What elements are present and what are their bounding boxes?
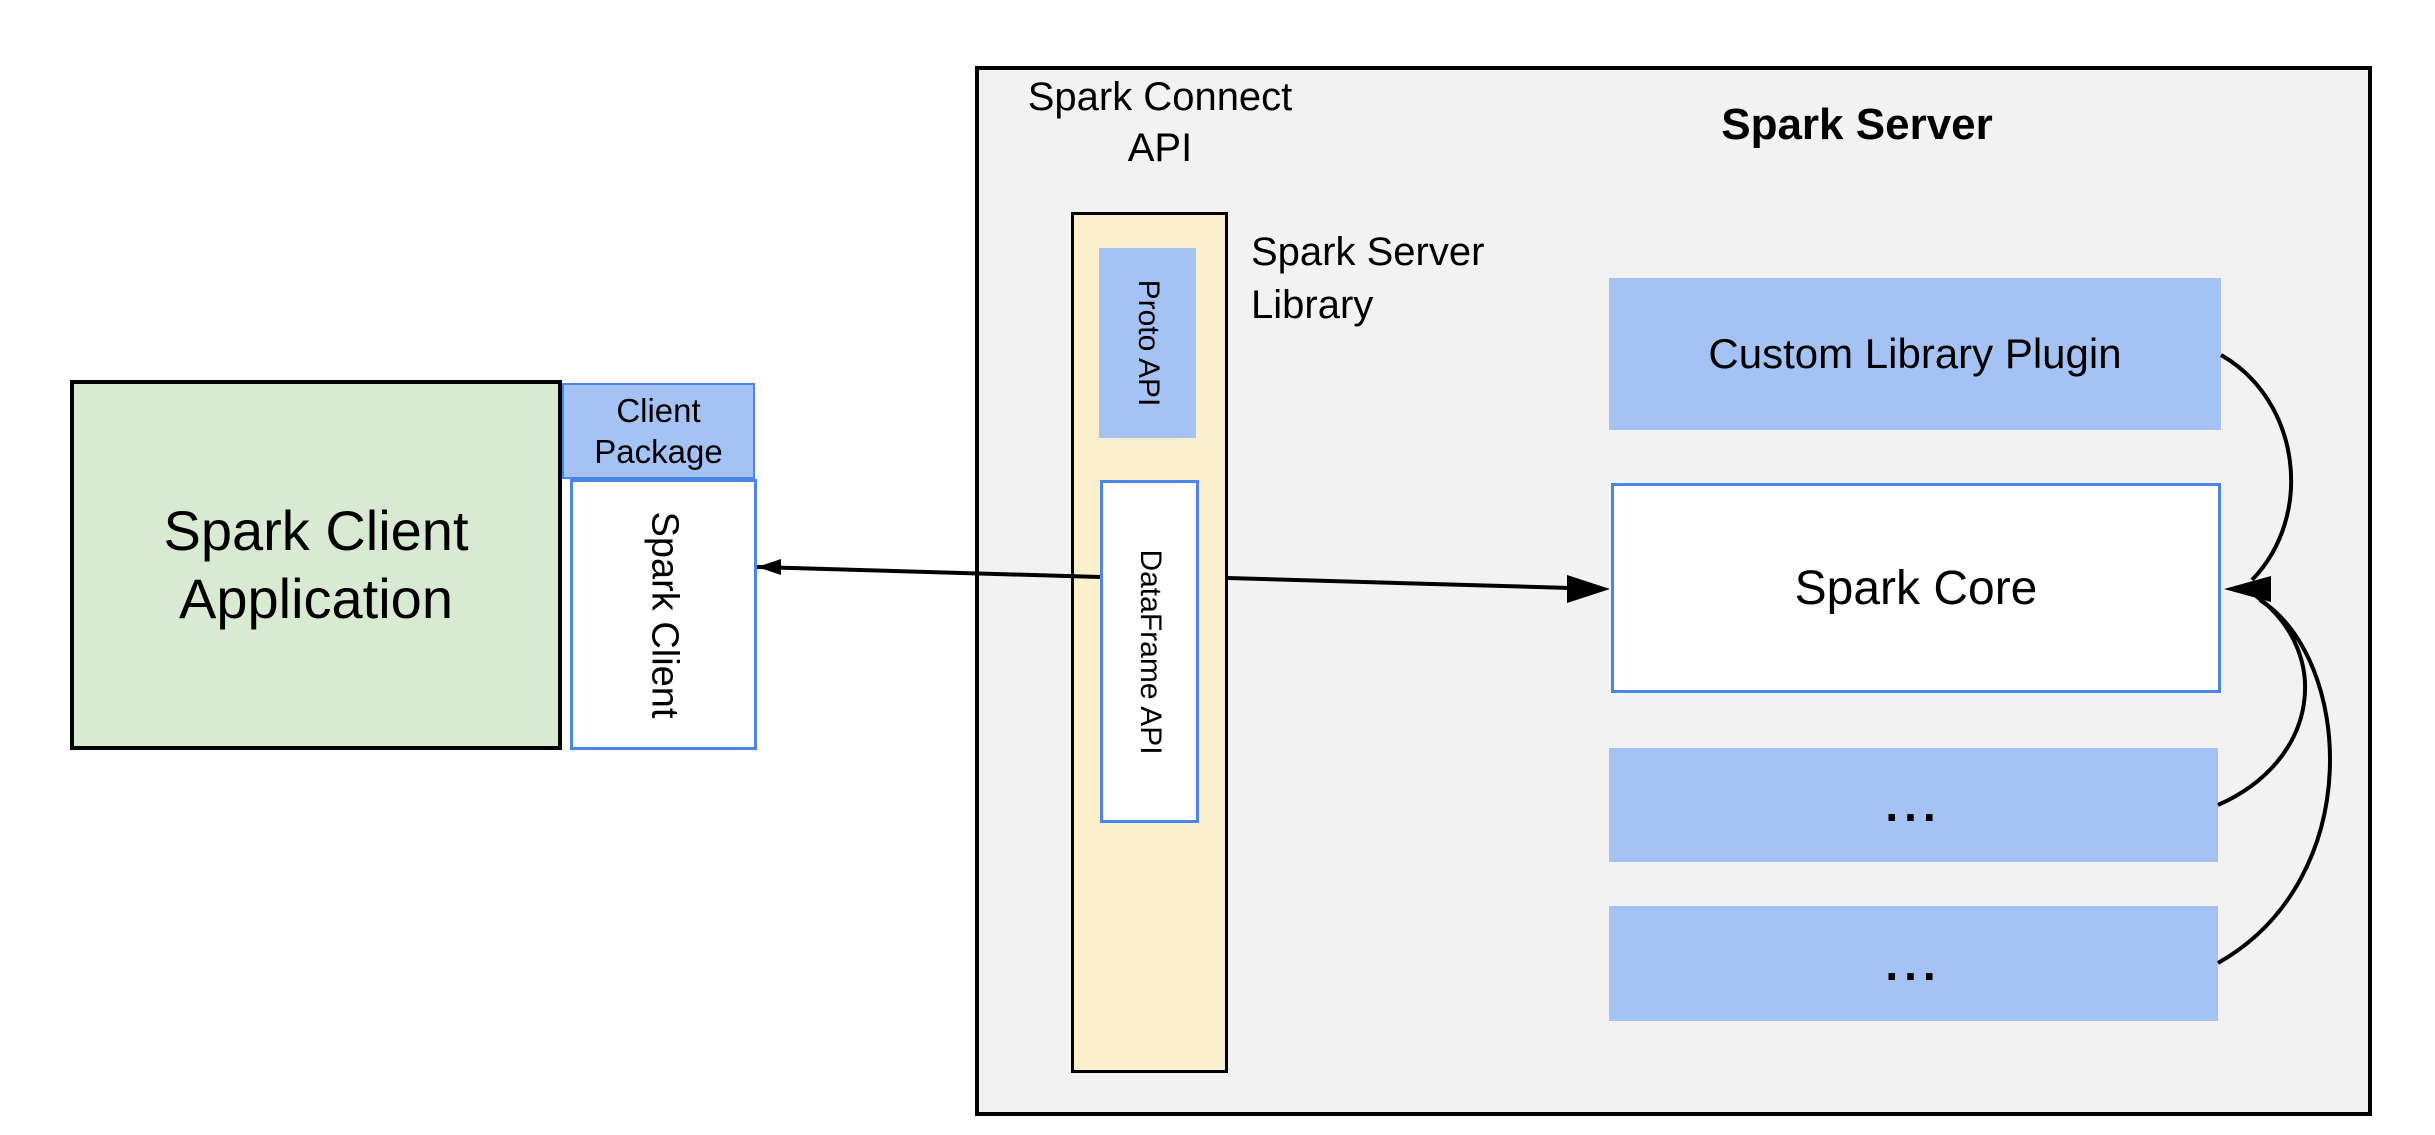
proto-api-label: Proto API — [1131, 279, 1165, 407]
spark-client-label: Spark Client — [643, 511, 685, 718]
plugin-slot-1-label: ... — [1885, 779, 1942, 831]
client-package-label: Client Package — [594, 390, 722, 472]
spark-client-application-label-line2: Application — [179, 567, 453, 630]
spark-client-application-label: Spark Client Application — [163, 497, 468, 633]
plugin-slot-box-1: ... — [1609, 748, 2218, 862]
spark-connect-api-label: Spark Connect API — [960, 72, 1360, 174]
spark-client-application-box: Spark Client Application — [70, 380, 562, 750]
plugin-slot-2-label: ... — [1885, 937, 1942, 990]
spark-core-box: Spark Core — [1611, 483, 2221, 693]
client-package-label-line1: Client — [616, 392, 701, 429]
spark-server-library-label-line2: Library — [1251, 283, 1374, 327]
custom-library-plugin-box: Custom Library Plugin — [1609, 278, 2221, 430]
spark-client-application-label-line1: Spark Client — [163, 499, 469, 562]
dataframe-api-box: DataFrame API — [1100, 480, 1199, 823]
spark-client-box: Spark Client — [570, 479, 757, 750]
plugin-slot-box-2: ... — [1609, 906, 2218, 1021]
spark-server-library-label-line1: Spark Server — [1251, 230, 1485, 274]
client-package-box: Client Package — [562, 383, 755, 479]
client-line-start-arrowhead — [757, 559, 781, 575]
custom-library-plugin-label: Custom Library Plugin — [1708, 330, 2122, 377]
proto-api-box: Proto API — [1099, 248, 1196, 438]
dataframe-api-label: DataFrame API — [1133, 548, 1167, 755]
spark-connect-api-label-line2: API — [1127, 126, 1193, 170]
spark-server-library-label: Spark Server Library — [1251, 226, 1484, 332]
spark-connect-api-label-line1: Spark Connect — [1027, 75, 1293, 119]
spark-server-title: Spark Server — [1721, 100, 1993, 149]
client-package-label-line2: Package — [594, 433, 723, 470]
spark-core-label: Spark Core — [1794, 561, 2038, 615]
